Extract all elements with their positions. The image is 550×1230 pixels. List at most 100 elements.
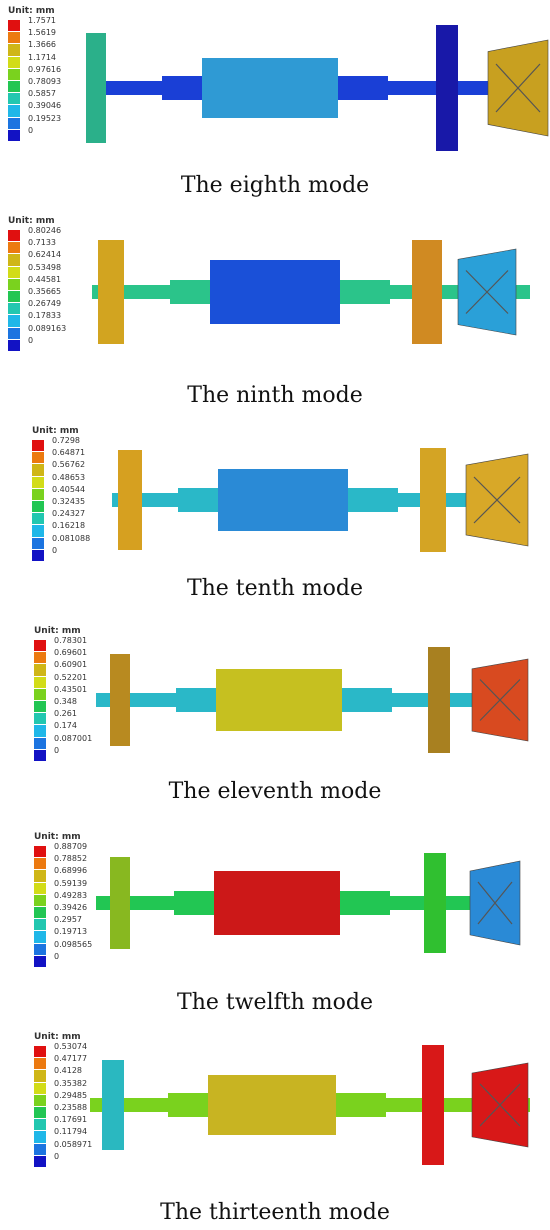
legend-swatch (34, 1119, 46, 1131)
legend-swatch (32, 537, 44, 549)
right-disc (436, 25, 458, 151)
legend-value: 1.3666 (28, 40, 56, 50)
legend-value: 0.32435 (52, 497, 86, 506)
legend-swatch (34, 713, 46, 725)
legend-value: 0.7298 (52, 436, 80, 445)
legend-value: 0.40544 (52, 484, 86, 494)
legend-value: 0.087001 (54, 733, 93, 743)
legend-value: 0.78852 (54, 854, 88, 864)
legend-value: 0.261 (54, 709, 77, 719)
legend-swatch (8, 68, 20, 80)
legend-value: 0.53074 (54, 1042, 88, 1051)
shaft-step (340, 280, 390, 304)
legend-swatch (8, 327, 20, 339)
legend-value: 0.11794 (54, 1127, 88, 1137)
legend-unit-label: Unit: mm (32, 426, 79, 436)
shaft-step (342, 688, 392, 712)
legend-swatch (34, 870, 46, 882)
legend-value: 0.2957 (54, 915, 82, 925)
legend-value: 0 (28, 125, 34, 135)
legend-swatch (8, 20, 20, 32)
legend-swatch (8, 81, 20, 93)
legend-swatch (34, 931, 46, 943)
legend-swatch (32, 488, 44, 500)
left-disc (102, 1060, 124, 1150)
legend-swatch (8, 32, 20, 44)
legend-swatch (34, 1155, 46, 1167)
legend-swatch (8, 93, 20, 105)
mode-caption: The eighth mode (180, 173, 370, 198)
legend-value: 0.35382 (54, 1078, 88, 1088)
legend-value: 0.69601 (54, 648, 88, 658)
legend-value: 0.48653 (52, 472, 86, 482)
right-disc (428, 647, 450, 753)
legend-value: 0.35665 (28, 287, 62, 296)
rotor-contour-plot (112, 448, 529, 552)
shaft-step (338, 76, 388, 100)
legend-swatch (32, 464, 44, 476)
shaft-step (178, 488, 218, 512)
legend-swatch (8, 315, 20, 327)
legend-value: 0.23588 (54, 1103, 88, 1112)
legend-swatch (32, 440, 44, 452)
legend-value: 1.5619 (28, 28, 56, 38)
legend-swatch (34, 1143, 46, 1155)
legend-swatch (8, 254, 20, 266)
mode-panel-tenth: Unit: mm 0.7298 0.64871 0.56762 0.48653 0.40… (0, 420, 550, 610)
legend-swatch (32, 525, 44, 537)
legend-swatch (34, 1058, 46, 1070)
shaft-step (336, 1093, 386, 1117)
rotor-drum (218, 469, 348, 531)
impeller-blades (495, 63, 541, 113)
legend-value: 0.081088 (52, 533, 91, 543)
legend-swatch (34, 737, 46, 749)
rotor-drum (216, 669, 342, 731)
legend-swatch (34, 1131, 46, 1143)
shaft-step (162, 76, 202, 100)
legend-value: 0.80246 (28, 226, 62, 235)
impeller-blades (479, 1083, 521, 1127)
legend-swatch (8, 339, 20, 351)
mode-caption: The eleventh mode (168, 779, 382, 804)
legend-value: 0 (54, 745, 60, 755)
legend-swatch (34, 664, 46, 676)
legend-swatch (8, 117, 20, 129)
legend-value: 0.39046 (28, 101, 62, 111)
rotor-contour-plot (86, 25, 549, 151)
legend-value: 0.59139 (54, 878, 88, 888)
legend-value: 0.174 (54, 721, 77, 731)
legend-value: 0.97616 (28, 64, 62, 74)
shaft-step (348, 488, 398, 512)
legend-swatch (8, 56, 20, 68)
legend-value: 0.39426 (54, 903, 88, 912)
legend-value: 0.56762 (52, 460, 86, 470)
legend-value: 0 (52, 545, 58, 555)
right-disc (422, 1045, 444, 1165)
legend-swatch (8, 129, 20, 141)
legend-swatch (34, 652, 46, 664)
legend-value: 1.1714 (28, 52, 56, 62)
legend-value: 0.68996 (54, 866, 88, 876)
legend-swatch (34, 1082, 46, 1094)
legend-value: 0.29485 (54, 1090, 88, 1100)
shaft-step (168, 1093, 208, 1117)
legend-value: 0.16218 (52, 521, 86, 531)
legend-swatch (8, 230, 20, 242)
legend-value: 0.058971 (54, 1139, 93, 1149)
legend-value: 0.64871 (52, 448, 86, 458)
legend-swatch (8, 266, 20, 278)
mode-caption: The ninth mode (187, 383, 363, 408)
legend-swatch (34, 725, 46, 737)
legend-value: 0.098565 (54, 939, 93, 949)
legend-swatch (8, 278, 20, 290)
legend-value: 0.5857 (28, 89, 56, 99)
legend-swatch (34, 919, 46, 931)
legend-swatch (34, 882, 46, 894)
legend-value: 0.19523 (28, 113, 62, 123)
